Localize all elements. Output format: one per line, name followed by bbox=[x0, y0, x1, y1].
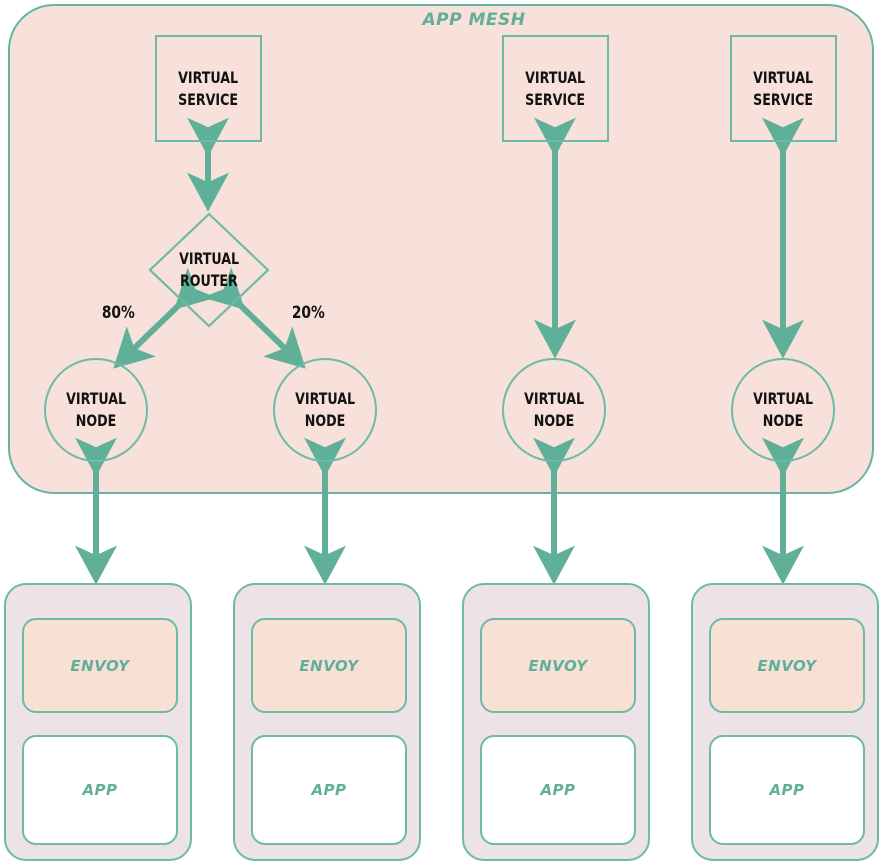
envoy-label-1: ENVOY bbox=[70, 656, 130, 675]
app-mesh-panel bbox=[8, 4, 874, 494]
envoy-box-2[interactable]: ENVOY bbox=[251, 618, 407, 713]
envoy-box-1[interactable]: ENVOY bbox=[22, 618, 178, 713]
virtual-node-1-line2: NODE bbox=[75, 411, 117, 430]
virtual-service-3-line2: SERVICE bbox=[753, 89, 814, 109]
envoy-label-3: ENVOY bbox=[528, 656, 588, 675]
virtual-router-diamond-shape bbox=[148, 212, 270, 328]
virtual-service-3-line1: VIRTUAL bbox=[753, 67, 814, 87]
app-box-3[interactable]: APP bbox=[480, 735, 636, 845]
app-mesh-title: APP MESH bbox=[422, 10, 526, 30]
virtual-router-line2: ROUTER bbox=[180, 271, 238, 290]
virtual-router[interactable]: VIRTUAL ROUTER bbox=[148, 212, 270, 328]
virtual-node-3-line1: VIRTUAL bbox=[523, 389, 585, 408]
app-label-4: APP bbox=[769, 781, 805, 799]
weight-label-20: 20% bbox=[291, 303, 325, 323]
task-container-2: ENVOY APP bbox=[233, 583, 421, 861]
virtual-service-2-line1: VIRTUAL bbox=[525, 67, 586, 87]
envoy-label-2: ENVOY bbox=[299, 656, 359, 675]
task-container-1: ENVOY APP bbox=[4, 583, 192, 861]
virtual-service-2-line2: SERVICE bbox=[525, 89, 586, 109]
app-box-4[interactable]: APP bbox=[709, 735, 865, 845]
virtual-service-1[interactable]: VIRTUAL SERVICE bbox=[155, 35, 262, 142]
app-box-1[interactable]: APP bbox=[22, 735, 178, 845]
task-container-3: ENVOY APP bbox=[462, 583, 650, 861]
envoy-label-4: ENVOY bbox=[757, 656, 817, 675]
virtual-service-1-line1: VIRTUAL bbox=[178, 67, 239, 87]
virtual-node-1[interactable]: VIRTUAL NODE bbox=[44, 358, 148, 462]
virtual-router-line1: VIRTUAL bbox=[178, 249, 240, 268]
weight-label-80: 80% bbox=[101, 303, 135, 323]
app-box-2[interactable]: APP bbox=[251, 735, 407, 845]
virtual-router-label: VIRTUAL ROUTER bbox=[148, 212, 270, 328]
virtual-node-3-line2: NODE bbox=[533, 411, 575, 430]
virtual-node-4[interactable]: VIRTUAL NODE bbox=[731, 358, 835, 462]
envoy-box-4[interactable]: ENVOY bbox=[709, 618, 865, 713]
envoy-box-3[interactable]: ENVOY bbox=[480, 618, 636, 713]
virtual-node-2-line1: VIRTUAL bbox=[294, 389, 356, 408]
virtual-service-3[interactable]: VIRTUAL SERVICE bbox=[730, 35, 837, 142]
app-label-1: APP bbox=[82, 781, 118, 799]
task-container-4: ENVOY APP bbox=[691, 583, 879, 861]
virtual-service-2[interactable]: VIRTUAL SERVICE bbox=[502, 35, 609, 142]
virtual-node-3[interactable]: VIRTUAL NODE bbox=[502, 358, 606, 462]
virtual-node-2-line2: NODE bbox=[304, 411, 346, 430]
virtual-node-4-line1: VIRTUAL bbox=[752, 389, 814, 408]
virtual-service-1-line2: SERVICE bbox=[178, 89, 239, 109]
virtual-node-2[interactable]: VIRTUAL NODE bbox=[273, 358, 377, 462]
app-label-3: APP bbox=[540, 781, 576, 799]
virtual-node-4-line2: NODE bbox=[762, 411, 804, 430]
virtual-node-1-line1: VIRTUAL bbox=[65, 389, 127, 408]
app-label-2: APP bbox=[311, 781, 347, 799]
